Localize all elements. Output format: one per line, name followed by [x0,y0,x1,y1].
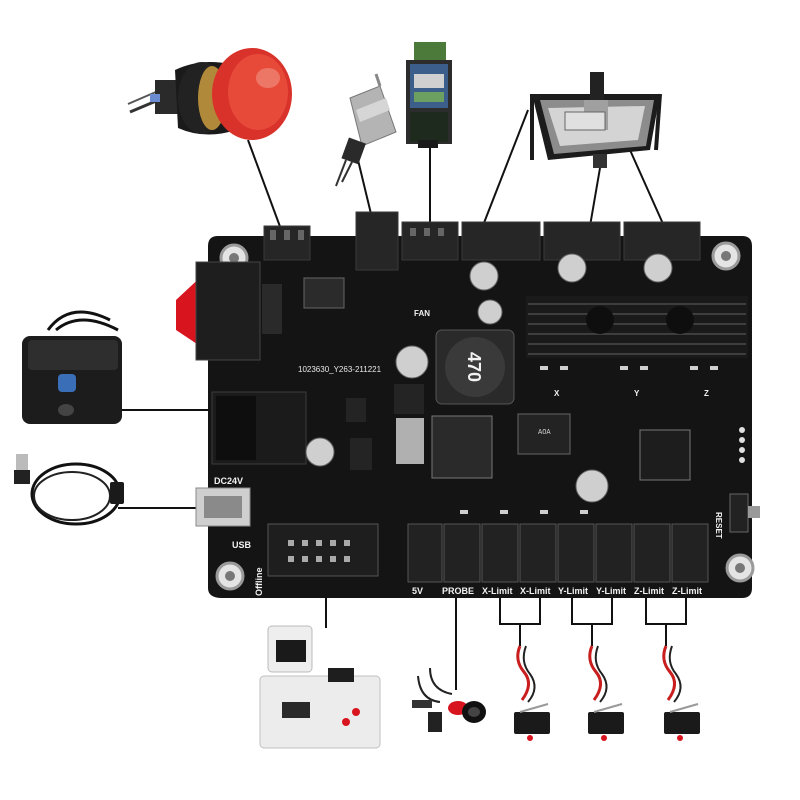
inductor: 470 [435,329,515,405]
regulator-marking: AOA [538,429,551,437]
label-z-limit-2: Z-Limit [672,586,702,596]
inductor-marking: 470 [464,352,484,382]
usb-port [195,487,251,527]
power-adapter [22,310,122,424]
label-axis-x: X [554,389,560,398]
label-dc24v: DC24V [214,476,243,486]
offline-connector [267,523,379,577]
heatsink [526,296,748,358]
label-probe: PROBE [442,586,474,596]
connection-lines [118,109,687,690]
laser-module [406,42,452,148]
board-part-number: 1023630_Y263-211221 [298,365,382,374]
emergency-stop-button [127,48,292,140]
dc-jack [211,391,307,465]
header-pins [739,427,745,463]
label-usb: USB [232,540,252,550]
usb-cable [14,454,124,526]
reset-button [729,493,760,533]
cnc-machine-frame [530,72,662,168]
label-reset: RESET [714,512,723,539]
label-x-limit-1: X-Limit [482,586,513,596]
limit-switch-y [588,645,624,741]
power-rocker-switch [176,261,282,361]
smd-components [460,366,718,514]
spindle-motor [335,73,397,187]
limit-switch-z [662,645,700,741]
label-y-limit-2: Y-Limit [596,586,626,596]
capacitors [305,253,673,503]
bottom-connectors [407,523,709,583]
label-axis-y: Y [634,389,640,398]
offline-controller [259,625,381,749]
label-z-limit-1: Z-Limit [634,586,664,596]
controller-board: 470 AOA 1023630_Y263-211221 FAN DC24V US… [176,211,760,598]
label-5v: 5V [412,586,423,596]
limit-switch-x [514,645,550,741]
label-offline: Offline [254,568,264,597]
label-axis-z: Z [704,389,709,398]
ics [303,277,691,481]
probe-clip [412,667,486,732]
label-x-limit-2: X-Limit [520,586,551,596]
label-fan: FAN [414,309,430,318]
label-y-limit-1: Y-Limit [558,586,588,596]
